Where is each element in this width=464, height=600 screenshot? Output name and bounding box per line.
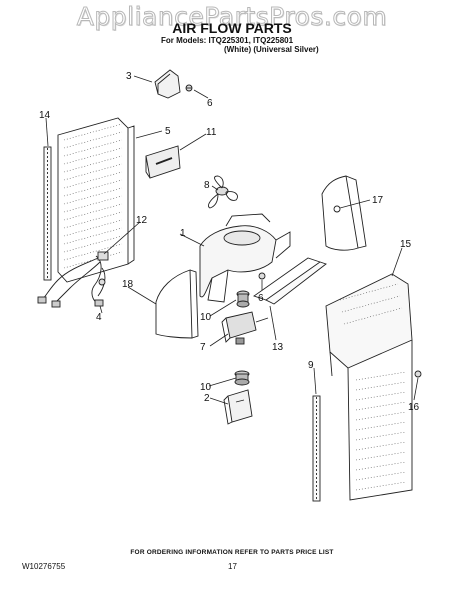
callout-7: 7 xyxy=(200,342,206,353)
ordering-note: FOR ORDERING INFORMATION REFER TO PARTS … xyxy=(130,549,334,556)
callout-13: 13 xyxy=(272,342,284,353)
models-line: For Models: ITQ225301, ITQ225801 xyxy=(161,36,294,45)
part-14-strip xyxy=(43,146,52,281)
callout-6-top: 6 xyxy=(207,98,213,109)
part-17-duct xyxy=(321,175,367,251)
callout-9: 9 xyxy=(308,360,314,371)
part-15-perforations xyxy=(339,283,407,491)
part-5-perforations xyxy=(63,123,123,269)
callout-4: 4 xyxy=(96,312,102,323)
part-12-wire-harness xyxy=(37,251,109,308)
part-8-fan-blade xyxy=(207,175,238,209)
callout-18: 18 xyxy=(122,279,134,290)
part-16-screw xyxy=(414,370,422,378)
callout-labels: 1 2 3 4 5 6 6 7 8 9 10 10 11 12 13 14 15… xyxy=(39,71,420,413)
callout-14: 14 xyxy=(39,110,51,121)
part-7-fan-motor xyxy=(221,311,269,345)
colors-line: (White) (Universal Silver) xyxy=(224,45,319,54)
part-18-duct-panel xyxy=(155,269,199,339)
part-11-bracket xyxy=(145,145,181,179)
callout-10-upper: 10 xyxy=(200,312,212,323)
callout-8: 8 xyxy=(204,180,210,191)
diagram-title: AIR FLOW PARTS xyxy=(172,20,292,36)
leader-lines xyxy=(45,75,419,405)
part-5-panel xyxy=(57,117,135,283)
callout-5: 5 xyxy=(165,126,171,137)
part-6-screw-top xyxy=(185,84,193,92)
document-number: W10276755 xyxy=(22,562,66,571)
callout-15: 15 xyxy=(400,239,412,250)
part-13-plate xyxy=(253,257,327,305)
part-15-rear-duct xyxy=(325,273,413,501)
callout-11: 11 xyxy=(206,127,217,138)
callout-1: 1 xyxy=(180,228,186,239)
callout-6-mid: 6 xyxy=(258,293,264,304)
part-6-screw-mid xyxy=(258,272,266,280)
part-10-grommet-upper xyxy=(236,290,250,308)
page-number: 17 xyxy=(228,562,237,571)
callout-2: 2 xyxy=(204,393,210,404)
callout-3: 3 xyxy=(126,71,132,82)
part-1-fan-housing xyxy=(199,213,291,303)
callout-12: 12 xyxy=(136,215,148,226)
callout-10-lower: 10 xyxy=(200,382,212,393)
part-10-grommet-lower xyxy=(234,370,250,386)
watermark: AppliancePartsPros.com xyxy=(76,2,388,32)
part-9-strip xyxy=(312,395,321,502)
callout-16: 16 xyxy=(408,402,420,413)
callout-17: 17 xyxy=(372,195,384,206)
part-3-cover xyxy=(154,69,181,99)
part-2-bracket xyxy=(223,389,253,425)
